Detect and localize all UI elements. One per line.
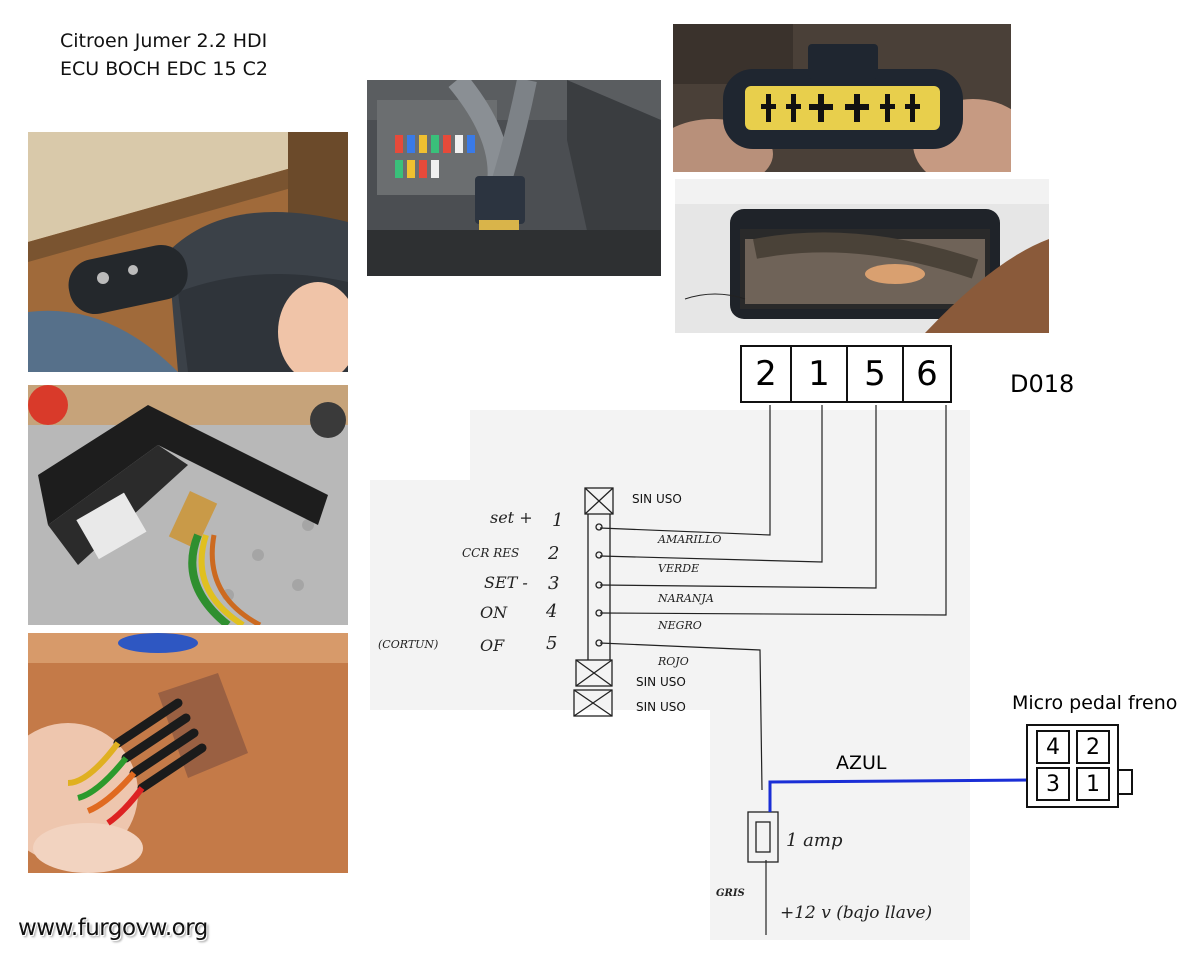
connector-pin-5: 5 (846, 345, 904, 403)
bottom-unused-label-1: SIN USO (636, 675, 686, 689)
connector-pin-6: 6 (902, 345, 952, 403)
pedal-pin-1: 1 (1076, 767, 1110, 801)
wire-verde (599, 405, 823, 563)
bottom-unused-label-2: SIN USO (636, 700, 686, 714)
stalk-photo (28, 132, 348, 372)
wire-amarillo (599, 405, 771, 536)
title-ecu: ECU BOCH EDC 15 C2 (60, 58, 268, 80)
connector-label: D018 (1010, 370, 1075, 398)
pedal-pin-3: 3 (1036, 767, 1070, 801)
fuse-rating-label: 1 amp (786, 830, 843, 851)
wire-naranja (599, 405, 877, 589)
function-set-minus: SET - (484, 573, 528, 592)
title-model: Citroen Jumer 2.2 HDI (60, 30, 268, 52)
wire-negro (599, 405, 947, 616)
plug-back-photo (675, 179, 1049, 333)
pin-number-5: 5 (546, 633, 558, 654)
supply-label: +12 v (bajo llave) (780, 903, 933, 923)
pedal-pin-2: 2 (1076, 730, 1110, 764)
site-watermark: www.furgovw.org (18, 915, 208, 941)
top-unused-label: SIN USO (632, 492, 682, 506)
pcb-wires-photo (28, 633, 348, 873)
wire-label-verde: VERDE (658, 562, 700, 575)
pin-number-2: 2 (548, 543, 560, 564)
dashboard-photo (367, 80, 661, 276)
wire-label-naranja: NARANJA (658, 592, 714, 605)
pedal-pin-4: 4 (1036, 730, 1070, 764)
function-on: ON (480, 603, 508, 622)
pin-number-4: 4 (546, 601, 558, 622)
plug-front-photo (673, 24, 1011, 172)
cortun-note: (CORTUN) (378, 638, 439, 651)
pin-number-1: 1 (552, 510, 564, 531)
function-set-plus: set + (490, 508, 533, 527)
wire-rojo (599, 642, 763, 791)
wire-label-negro: NEGRO (658, 619, 702, 632)
azul-wire-label: AZUL (836, 752, 887, 774)
wire-azul (768, 778, 1031, 812)
wire-label-amarillo: AMARILLO (658, 533, 722, 546)
pedal-title: Micro pedal freno (1012, 692, 1178, 714)
fuse-symbol (747, 811, 779, 863)
function-of: OF (480, 636, 505, 655)
connector-pin-1: 1 (790, 345, 848, 403)
gris-wire-label: GRIS (716, 888, 745, 899)
switch-block (573, 487, 614, 717)
diagram-paper-lower (710, 640, 970, 940)
connector-pin-2: 2 (740, 345, 792, 403)
pin-number-3: 3 (548, 573, 560, 594)
wire-label-rojo: ROJO (658, 655, 689, 668)
function-ccr-res: CCR RES (462, 546, 520, 560)
switch-housing-photo (28, 385, 348, 625)
